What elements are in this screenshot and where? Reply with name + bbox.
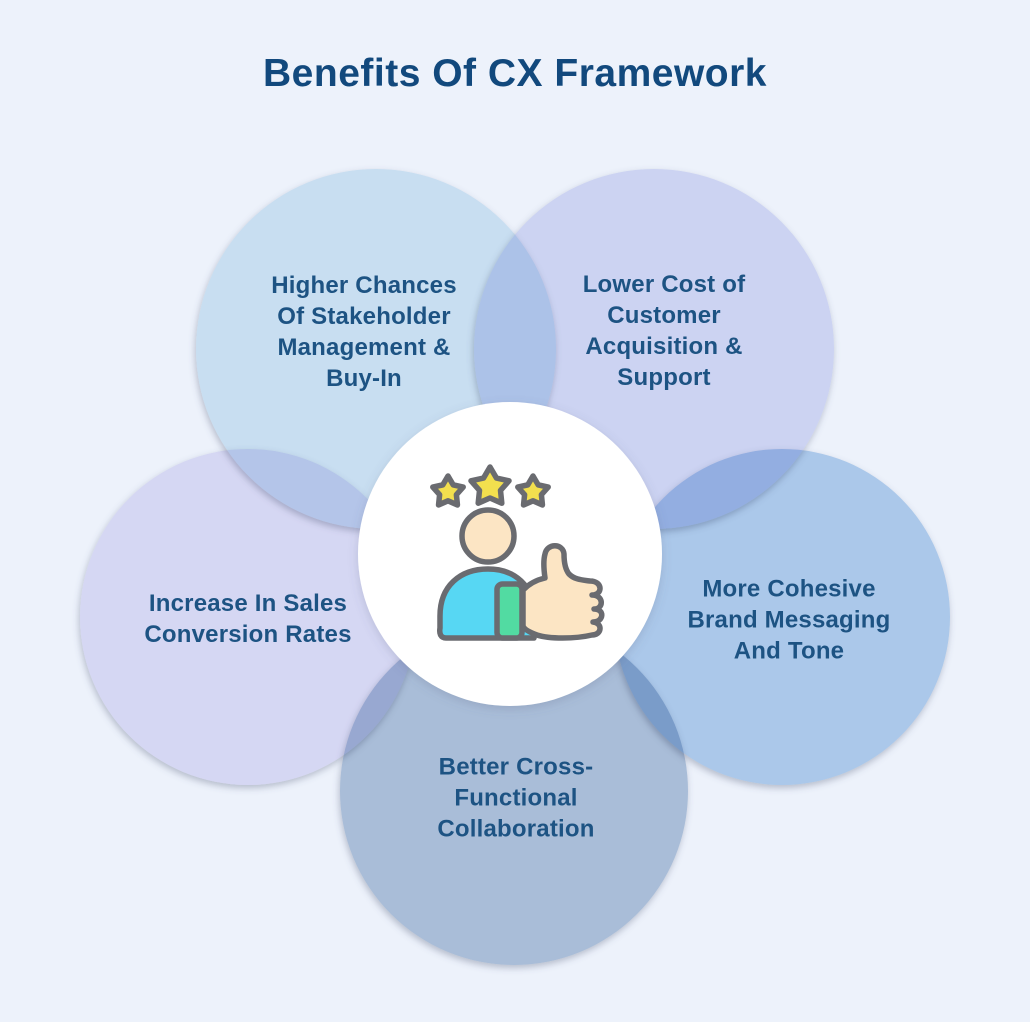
benefit-circle-bottom	[340, 617, 688, 965]
person-head	[459, 507, 517, 565]
star-icon	[468, 464, 512, 506]
star-icon	[515, 473, 551, 508]
thumbs-up-hand-icon	[520, 543, 605, 641]
wrist-cuff	[494, 581, 525, 641]
benefit-label-collaboration: Better Cross- Functional Collaboration	[437, 753, 595, 843]
benefit-circle-right	[614, 449, 950, 785]
benefit-circle-left	[80, 449, 416, 785]
benefit-label-sales-conversion: Increase In Sales Conversion Rates	[144, 590, 352, 648]
benefit-label-lower-cost: Lower Cost of Customer Acquisition & Sup…	[582, 271, 746, 391]
page-title: Benefits Of CX Framework	[263, 52, 767, 95]
benefit-label-brand-messaging: More Cohesive Brand Messaging And Tone	[687, 575, 891, 665]
benefit-label-stakeholder-buy-in: Higher Chances Of Stakeholder Management…	[271, 272, 457, 392]
star-icon	[430, 473, 466, 508]
customer-satisfaction-icon	[430, 464, 605, 641]
rating-stars-icon	[430, 464, 551, 508]
